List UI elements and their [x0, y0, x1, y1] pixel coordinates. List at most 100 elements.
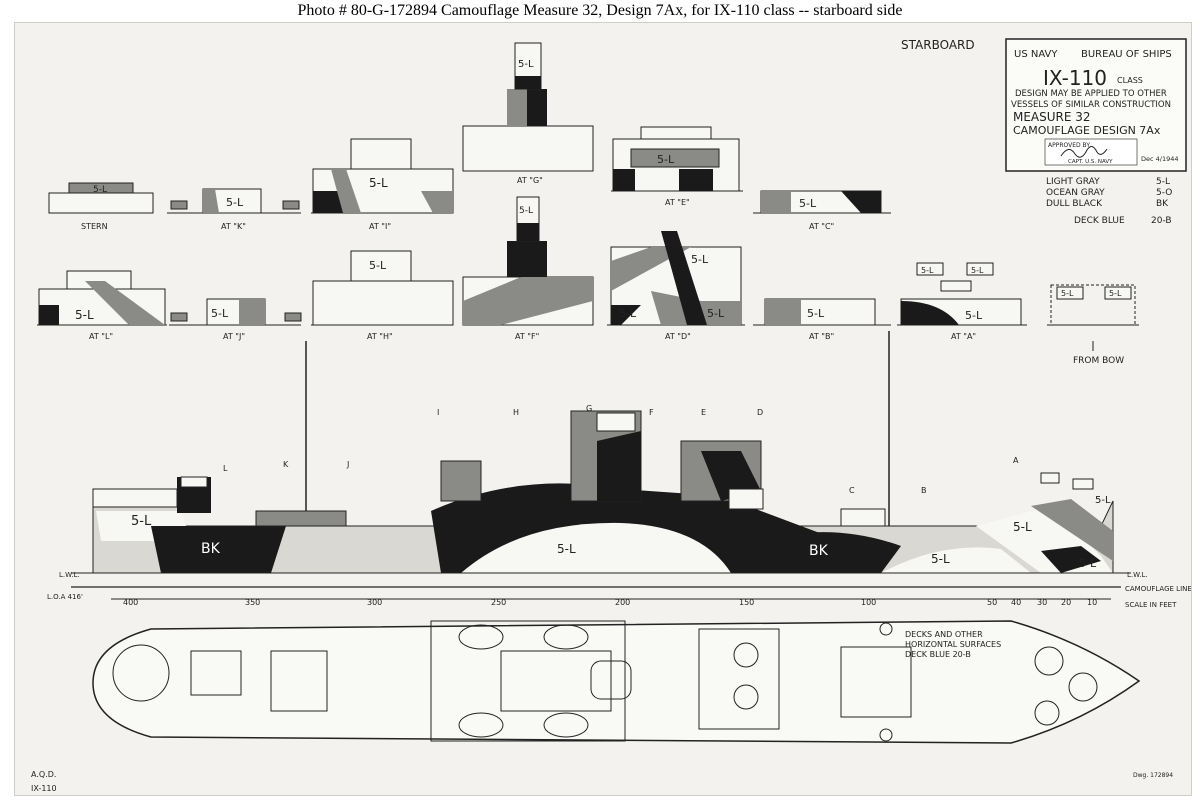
- side-profile: I H G F E D L K J C B A 5-L BK 5-L BK 5-…: [47, 331, 1191, 601]
- scale-250: 250: [491, 598, 506, 607]
- tag-g: 5-L: [518, 59, 534, 70]
- section-d: 5-L 5-L 5-L AT "D": [607, 231, 745, 341]
- label-l: AT "L": [89, 332, 113, 341]
- label-c: AT "C": [809, 222, 834, 231]
- scale-10: 10: [1087, 598, 1097, 607]
- tag-f: 5-L: [519, 206, 533, 216]
- label-e: AT "E": [665, 198, 690, 207]
- tag-a-left: 5-L: [921, 266, 934, 275]
- title-approved: APPROVED BY: [1048, 142, 1090, 149]
- key-name-dull-black: DULL BLACK: [1046, 199, 1103, 209]
- scale-40: 40: [1011, 598, 1021, 607]
- title-bureau: BUREAU OF SHIPS: [1081, 49, 1172, 60]
- section-k: 5-L AT "K": [167, 188, 301, 231]
- label-a: AT "A": [951, 332, 976, 341]
- title-note-1: DESIGN MAY BE APPLIED TO OTHER: [1015, 89, 1167, 99]
- tag-bow-left: 5-L: [1061, 289, 1074, 298]
- letter-f: F: [649, 408, 654, 417]
- key-name-ocean-gray: OCEAN GRAY: [1046, 188, 1105, 198]
- title-signer: CAPT. U.S. NAVY: [1068, 159, 1113, 165]
- section-j: 5-L AT "J": [169, 298, 302, 341]
- scale-50: 50: [987, 598, 997, 607]
- letter-d: D: [757, 408, 763, 417]
- label-b: AT "B": [809, 332, 834, 341]
- label-h: AT "H": [367, 332, 393, 341]
- letter-c: C: [849, 486, 855, 495]
- key-name-deck-blue: DECK BLUE: [1074, 216, 1125, 226]
- section-g: 5-L AT "G": [462, 42, 594, 185]
- lwl-right: L.W.L.: [1127, 571, 1148, 579]
- hull-label-3: 5-L: [557, 542, 576, 556]
- title-class-word: CLASS: [1117, 76, 1143, 85]
- deck-note-2: HORIZONTAL SURFACES: [905, 640, 1001, 649]
- tag-stern: 5-L: [93, 185, 107, 195]
- key-code-ocean-gray: 5-O: [1156, 188, 1172, 198]
- label-j: AT "J": [223, 332, 245, 341]
- label-stern: STERN: [81, 222, 108, 231]
- tag-l: 5-L: [75, 308, 94, 322]
- hull-label-8: 5-L: [1095, 495, 1111, 506]
- letter-h: H: [513, 408, 519, 417]
- section-a: 5-L 5-L 5-L AT "A": [897, 262, 1027, 341]
- camouflage-line-label: CAMOUFLAGE LINE: [1125, 585, 1191, 593]
- key-name-light-gray: LIGHT GRAY: [1046, 177, 1100, 187]
- stamp-left-1: A.Q.D.: [31, 770, 56, 779]
- hull-label-5: 5-L: [931, 552, 950, 566]
- tag-i: 5-L: [369, 176, 388, 190]
- tag-a: 5-L: [965, 309, 983, 322]
- tag-e: 5-L: [657, 153, 675, 166]
- tag-d-left: 5-L: [619, 307, 637, 320]
- scale-150: 150: [739, 598, 754, 607]
- tag-b: 5-L: [807, 307, 825, 320]
- lwl-left: L.W.L.: [59, 571, 80, 579]
- label-g: AT "G": [517, 176, 543, 185]
- scale-100: 100: [861, 598, 876, 607]
- letter-i: I: [437, 408, 439, 417]
- label-d: AT "D": [665, 332, 691, 341]
- stamp-left-2: IX-110: [31, 784, 57, 793]
- tag-bow-right: 5-L: [1109, 289, 1122, 298]
- plan-view: DECKS AND OTHER HORIZONTAL SURFACES DECK…: [92, 620, 1141, 744]
- paint-key: LIGHT GRAY 5-L OCEAN GRAY 5-O DULL BLACK…: [1046, 177, 1172, 226]
- title-block: US NAVY BUREAU OF SHIPS IX-110 CLASS DES…: [1005, 38, 1187, 172]
- scale-400: 400: [123, 598, 138, 607]
- scale-label: SCALE IN FEET: [1125, 601, 1177, 609]
- tag-c: 5-L: [799, 197, 817, 210]
- tag-h: 5-L: [369, 259, 387, 272]
- scale-350: 350: [245, 598, 260, 607]
- loa-label: L.O.A 416': [47, 593, 83, 601]
- deck-note-3: DECK BLUE 20-B: [905, 650, 971, 659]
- scale-in-feet: SCALE IN FEET 400 350 300 250 200 150 10…: [111, 598, 1177, 609]
- section-e: 5-L AT "E": [611, 126, 743, 207]
- letter-j: J: [346, 460, 349, 469]
- title-ship-class: IX-110: [1043, 66, 1107, 90]
- label-k: AT "K": [221, 222, 246, 231]
- starboard-label: STARBOARD: [901, 38, 975, 52]
- key-code-dull-black: BK: [1156, 199, 1169, 209]
- deck-note-1: DECKS AND OTHER: [905, 630, 983, 639]
- scale-200: 200: [615, 598, 630, 607]
- stamp-right: Dwg. 172894: [1133, 772, 1173, 779]
- section-stern: 5-L STERN: [48, 182, 154, 231]
- hull-label-7: 5-L: [1079, 557, 1097, 570]
- letter-b: B: [921, 486, 927, 495]
- title-design: CAMOUFLAGE DESIGN 7Ax: [1013, 124, 1161, 137]
- title-date: Dec 4/1944: [1141, 155, 1179, 163]
- letter-l: L: [223, 464, 228, 473]
- tag-a-right: 5-L: [971, 266, 984, 275]
- hull-label-1: 5-L: [131, 514, 152, 529]
- section-l: 5-L AT "L": [37, 270, 167, 341]
- scale-20: 20: [1061, 598, 1071, 607]
- label-from-bow: FROM BOW: [1073, 356, 1124, 366]
- section-c: 5-L AT "C": [753, 190, 891, 231]
- drawing-sheet: US NAVY BUREAU OF SHIPS IX-110 CLASS DES…: [14, 22, 1192, 796]
- letter-a: A: [1013, 456, 1019, 465]
- scale-30: 30: [1037, 598, 1047, 607]
- letter-g: G: [586, 404, 592, 413]
- letter-k: K: [283, 460, 289, 469]
- tag-j: 5-L: [211, 307, 229, 320]
- title-agency: US NAVY: [1014, 49, 1058, 60]
- photo-caption: Photo # 80-G-172894 Camouflage Measure 3…: [297, 2, 903, 19]
- section-b: 5-L AT "B": [753, 298, 891, 341]
- section-views-row-1: 5-L STERN 5-L AT "K" 5-L AT "I": [48, 42, 891, 231]
